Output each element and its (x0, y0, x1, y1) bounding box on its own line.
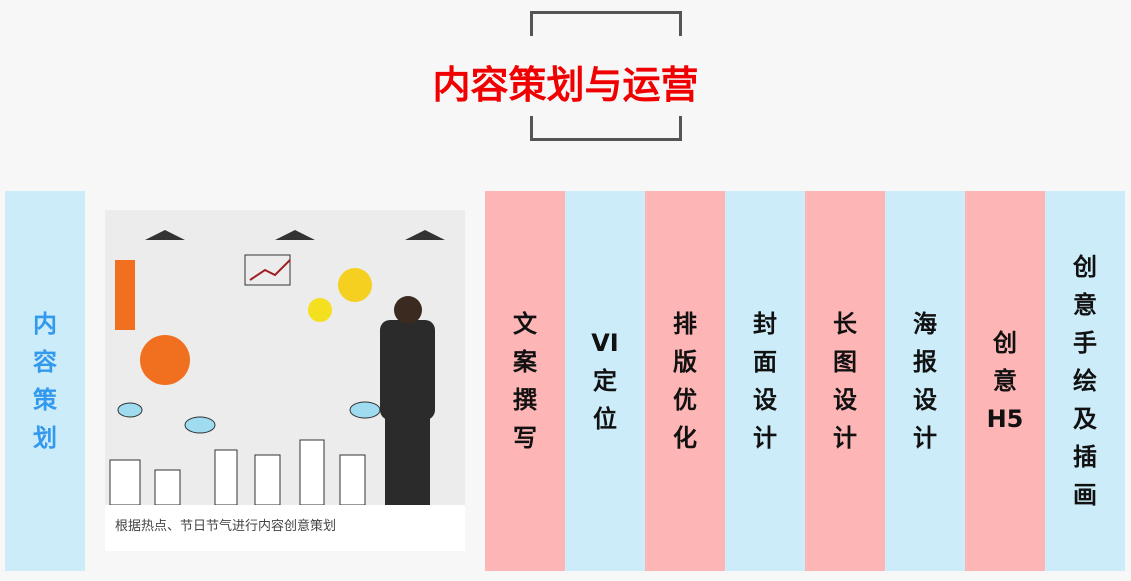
service-column-char: 创 (993, 329, 1017, 357)
service-column-char: 报 (913, 348, 937, 376)
service-column-char: 优 (673, 386, 697, 414)
service-column-char: 创 (1073, 253, 1097, 281)
illustration-graphic (105, 210, 465, 505)
service-column-char: H5 (986, 405, 1024, 433)
business-illustration-image (105, 210, 465, 505)
service-column-char: 计 (833, 424, 857, 452)
service-column-char: 版 (673, 348, 697, 376)
title-bracket-bottom (530, 116, 682, 141)
service-column: 长图设计 (805, 191, 885, 571)
service-column-char: 意 (1073, 291, 1097, 319)
page-title: 内容策划与运营 (432, 63, 699, 107)
card-caption: 根据热点、节日节气进行内容创意策划 (115, 519, 337, 534)
service-column-char: 面 (753, 348, 777, 376)
service-column-char: 写 (513, 424, 537, 452)
service-column-char: 排 (673, 310, 697, 338)
char: 划 (33, 424, 57, 452)
service-column-char: 文 (513, 310, 537, 338)
char: 容 (33, 348, 57, 376)
service-column-char: VI (591, 329, 619, 357)
service-column: 封面设计 (725, 191, 805, 571)
service-column: 海报设计 (885, 191, 965, 571)
char: 策 (33, 386, 57, 414)
service-column-char: 画 (1073, 481, 1097, 509)
service-column-char: 定 (593, 367, 617, 395)
service-column-char: 设 (833, 386, 857, 414)
service-column-char: 图 (833, 348, 857, 376)
service-column: 创意手绘及插画 (1045, 191, 1125, 571)
service-column-char: 化 (673, 424, 697, 452)
feature-card: 根据热点、节日节气进行内容创意策划 (105, 210, 465, 551)
service-column-char: 手 (1073, 329, 1097, 357)
service-column-char: 插 (1073, 443, 1097, 471)
service-column-char: 案 (513, 348, 537, 376)
service-column: VI 定位 (565, 191, 645, 571)
title-bracket-top (530, 11, 682, 36)
service-column-char: 设 (913, 386, 937, 414)
service-column: 文案撰写 (485, 191, 565, 571)
left-panel-content-planning: 内 容 策 划 (5, 191, 85, 571)
service-column-char: 封 (753, 310, 777, 338)
service-column-char: 计 (913, 424, 937, 452)
service-column-char: 计 (753, 424, 777, 452)
service-column-char: 海 (913, 310, 937, 338)
service-column-char: 意 (993, 367, 1017, 395)
char: 内 (33, 310, 57, 338)
service-column-char: 撰 (513, 386, 537, 414)
service-column: 排版优化 (645, 191, 725, 571)
service-column-char: 设 (753, 386, 777, 414)
service-column-char: 长 (833, 310, 857, 338)
service-column-char: 绘 (1073, 367, 1097, 395)
service-column: 创意 H5 (965, 191, 1045, 571)
service-column-char: 及 (1073, 405, 1097, 433)
service-column-char: 位 (593, 405, 617, 433)
